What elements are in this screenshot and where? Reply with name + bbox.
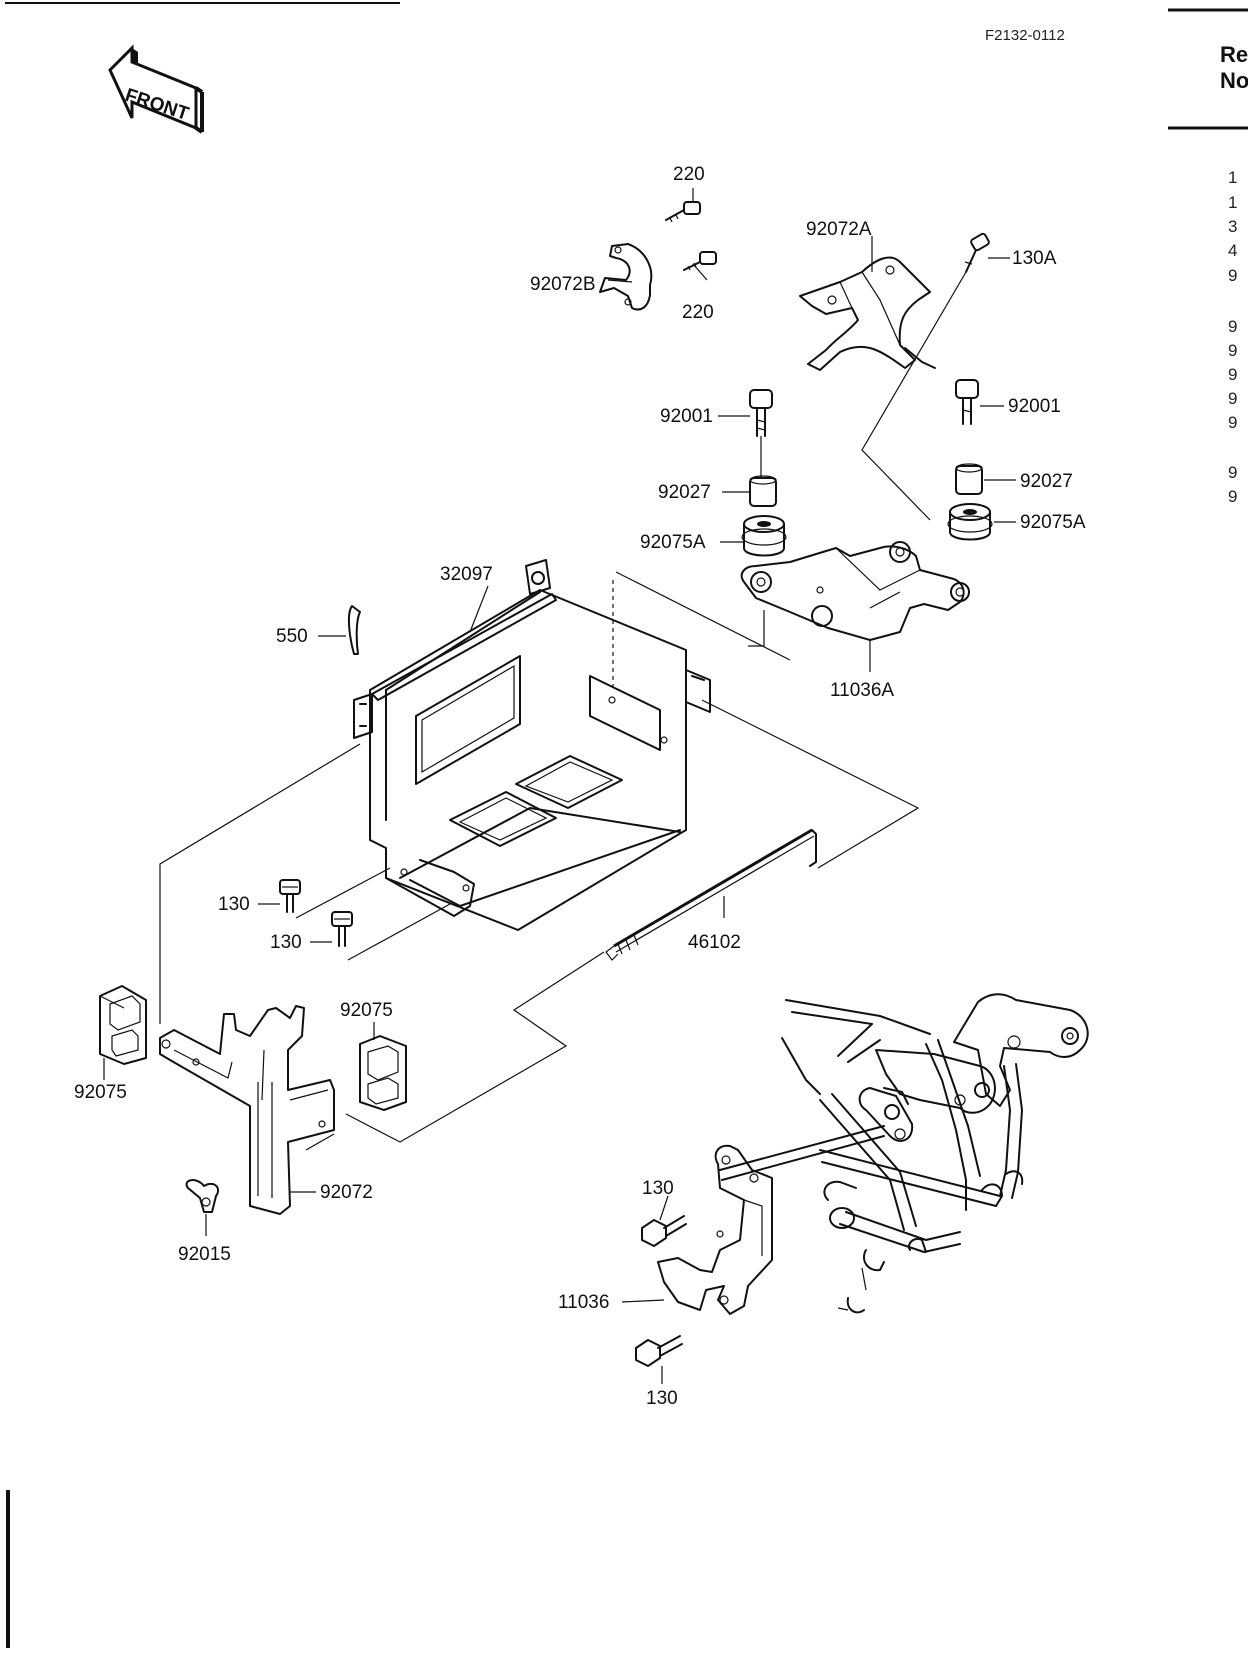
callout-92001-left: 92001 [660,406,713,427]
clamp-92072A [799,256,936,371]
frame-structure [719,993,1089,1314]
ref-row: 9 [1228,317,1237,336]
callout-220-bottom: 220 [682,302,714,323]
ref-row: 9 [1228,365,1237,384]
reference-line [261,1049,265,1101]
bolt-130A [964,232,990,273]
ref-row: 9 [1228,463,1237,482]
reference-line [861,271,967,521]
callout-130-frame-upper: 130 [642,1178,674,1199]
bolt-92001-left [749,389,773,437]
holder-92072 [159,1005,335,1215]
callout-92027-right: 92027 [1020,471,1073,492]
reference-line [615,571,791,661]
callout-92075A-left: 92075A [640,532,706,553]
ref-row: 9 [1228,341,1237,360]
damper-92075A-left [741,515,787,557]
bolt-220-bottom [683,251,717,271]
callout-11036: 11036 [558,1292,609,1313]
callout-130-tray-lower: 130 [270,932,302,953]
reference-line [748,610,765,647]
bolt-220-top [665,201,701,223]
reference-line [295,867,391,919]
callout-130-tray-upper: 130 [218,894,250,915]
wing-nut-92015 [185,1179,220,1213]
leader-line [621,1299,665,1303]
callout-130-frame-lower: 130 [646,1388,678,1409]
ref-row: 9 [1228,413,1237,432]
reference-line [701,699,920,869]
callout-550: 550 [276,626,308,647]
ref-row: 1 [1228,168,1237,187]
cushion-92075-left [99,985,147,1065]
callout-92075-right: 92075 [340,1000,393,1021]
damper-92075A-right [947,503,993,541]
callout-92072: 92072 [320,1182,373,1203]
battery-case-32097 [353,559,711,931]
bolt-130-tray-lower [331,911,353,947]
reference-line [345,951,605,1143]
pin-550 [347,605,361,655]
ref-row: 4 [1228,241,1237,260]
collar-92027-right [955,463,983,495]
bracket-11036 [657,1144,773,1315]
reference-line [305,1133,335,1151]
bolt-130-frame-upper [641,1215,687,1247]
callout-92075-left: 92075 [74,1082,127,1103]
callout-92072A: 92072A [806,219,872,240]
collar-92027-left [749,475,777,507]
callout-92027-left: 92027 [658,482,711,503]
ref-row: 1 [1228,193,1237,212]
callout-92075A-right: 92075A [1020,512,1086,533]
ref-row: 9 [1228,389,1237,408]
callout-32097: 32097 [440,564,493,585]
bracket-11036A [740,541,970,641]
ref-table-header-2: No [1220,68,1248,93]
ref-row: 3 [1228,217,1237,236]
leader-line [607,279,633,283]
rod-46102 [605,828,817,961]
ref-row: 9 [1228,266,1237,285]
callout-220-top: 220 [673,164,705,185]
ref-table-rows: 1 1 3 4 9 9 9 9 9 9 9 9 [1228,168,1237,506]
cushion-92075-right [359,1035,407,1111]
bolt-130-tray-upper [279,879,301,913]
reference-line [347,903,451,961]
leader-line [469,585,489,633]
callout-92015: 92015 [178,1244,231,1265]
leader-line [659,1195,669,1221]
bolt-130-frame-lower [635,1335,683,1367]
front-arrow-icon: FRONT [108,44,204,134]
clamp-92072B [599,243,653,311]
ref-table-header-1: Re [1220,42,1248,67]
reference-line [159,743,361,1024]
callout-92072B: 92072B [530,274,596,295]
callout-11036A: 11036A [830,680,894,701]
ref-row: 9 [1228,487,1237,506]
callout-46102: 46102 [688,932,741,953]
drawing-code: F2132-0112 [985,27,1065,44]
bolt-92001-right [955,379,979,425]
callout-130A: 130A [1012,248,1057,269]
callout-92001-right: 92001 [1008,396,1061,417]
leader-line [692,263,708,281]
